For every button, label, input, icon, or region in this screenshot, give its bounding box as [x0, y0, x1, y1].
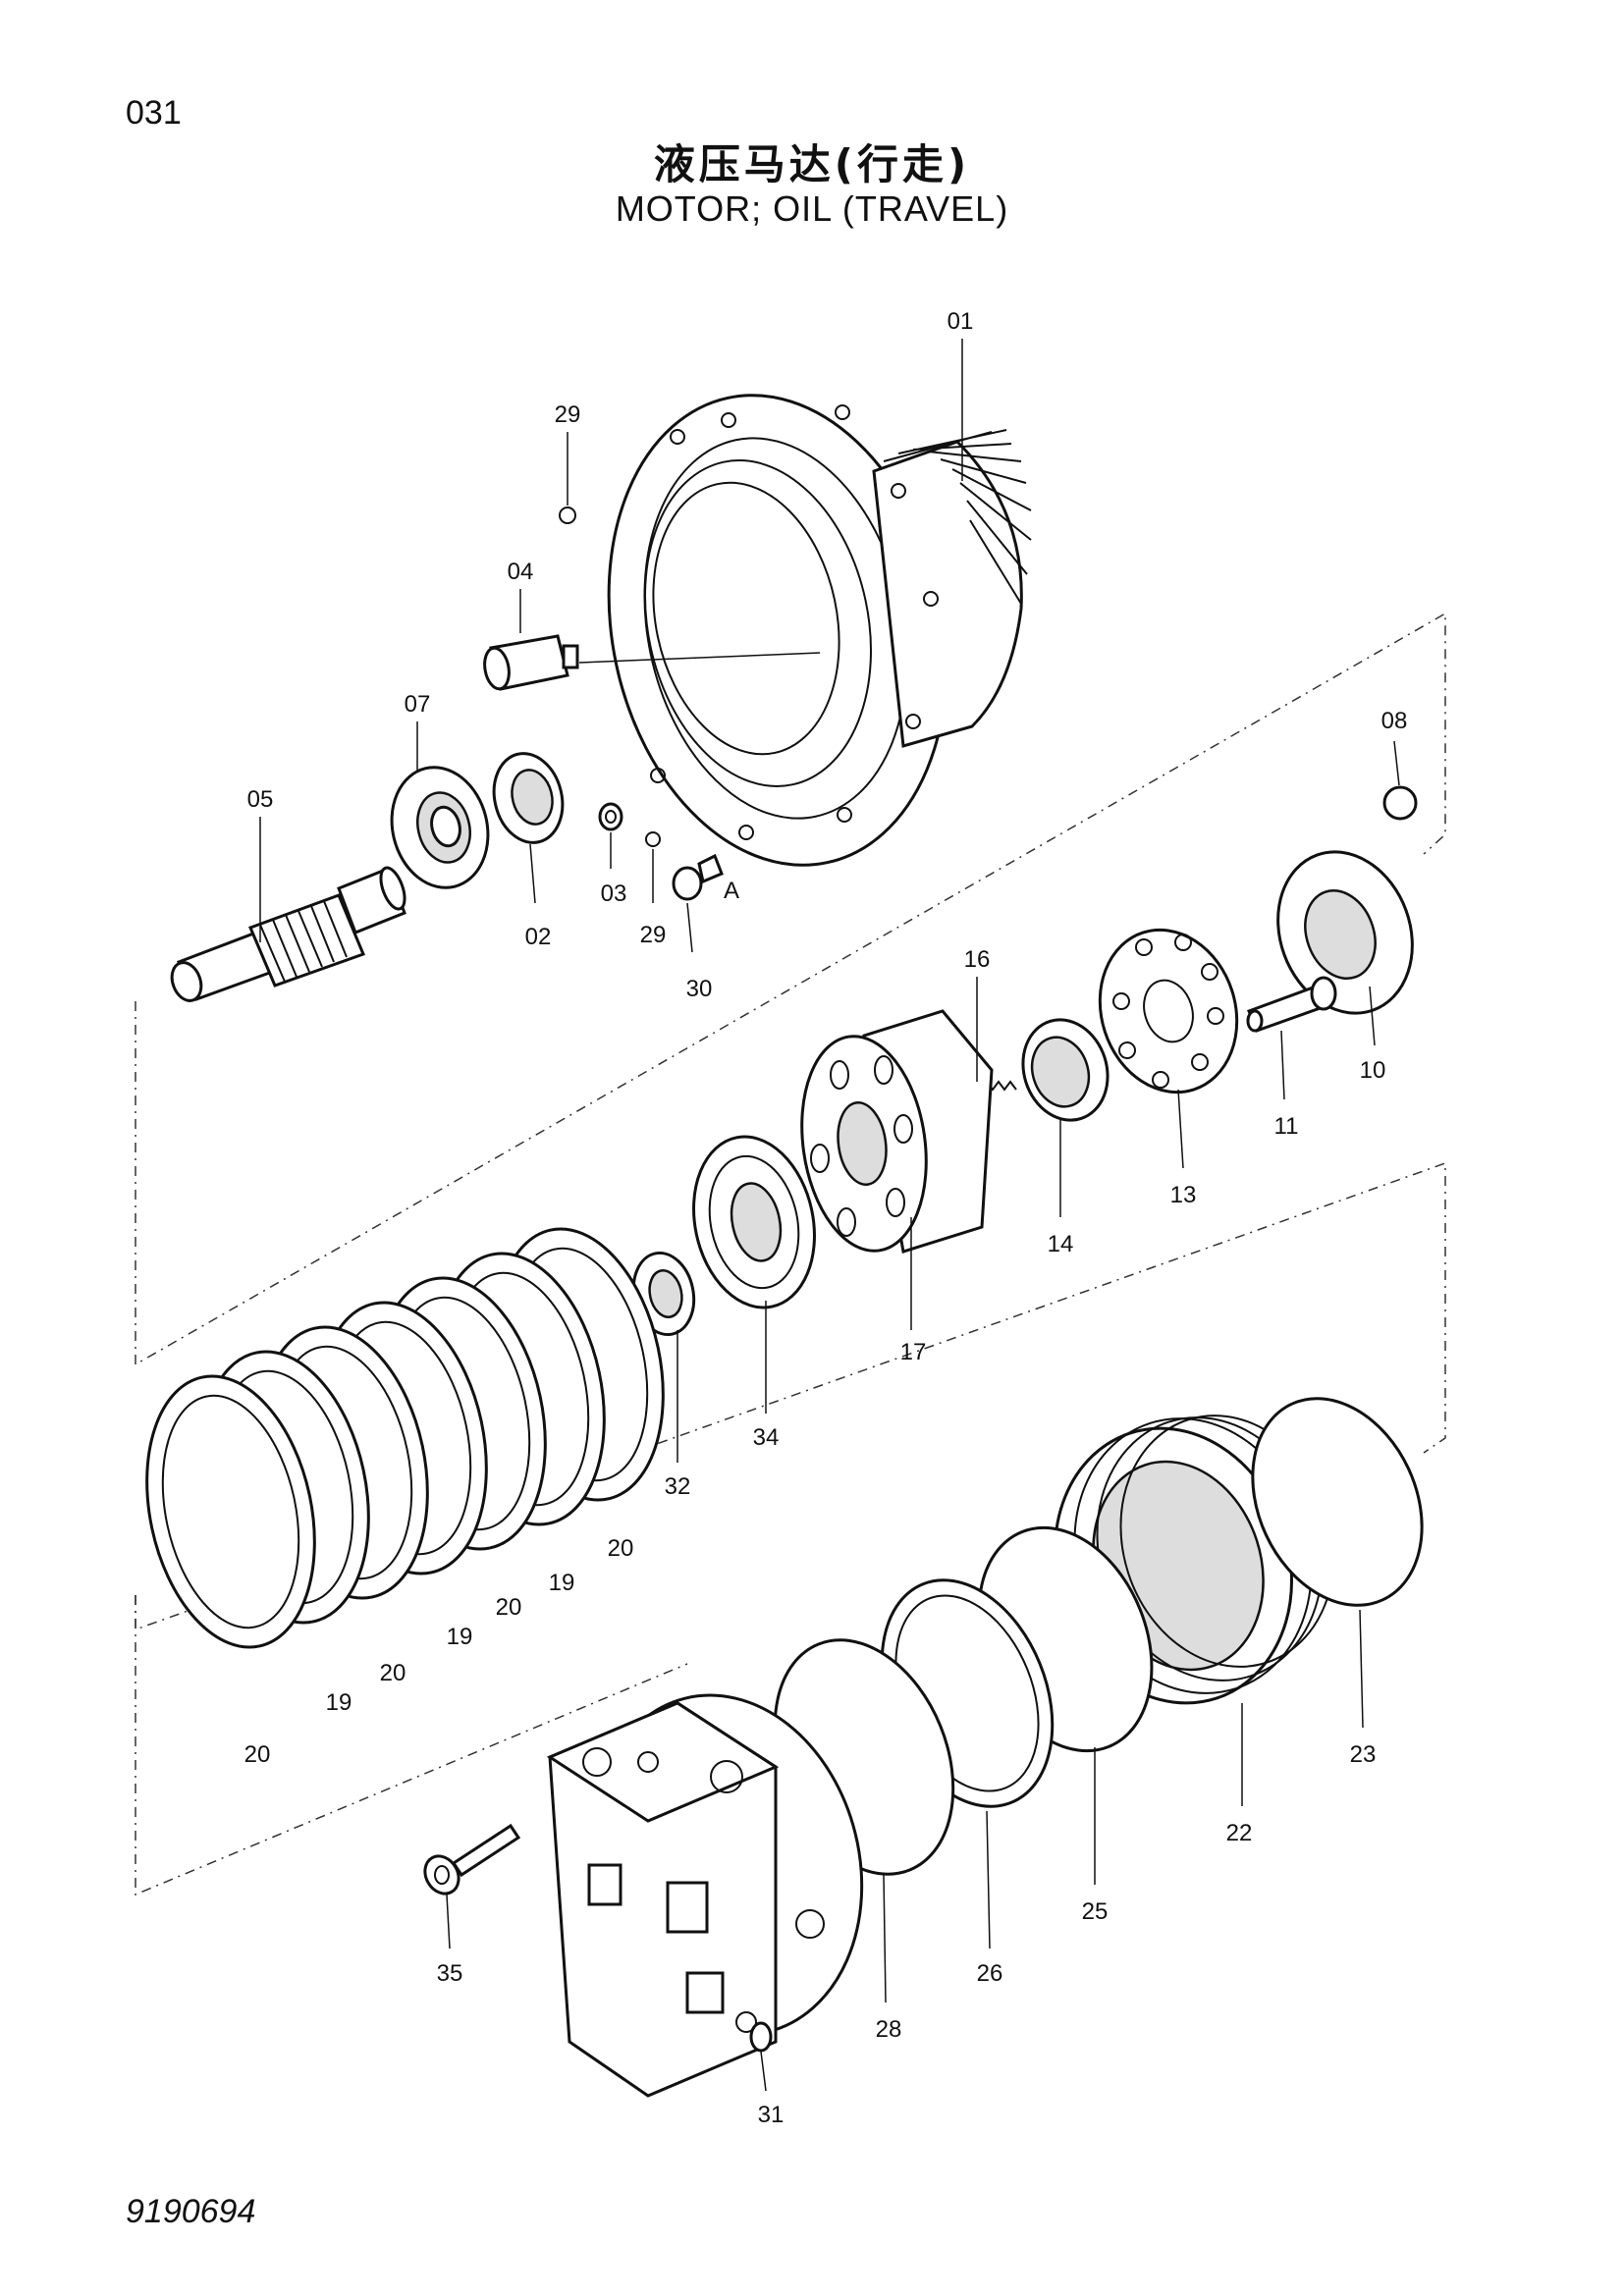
label-29-top: 29 [555, 401, 581, 428]
part-04-pin [483, 634, 579, 691]
part-35-bolt [423, 1823, 521, 1896]
label-28: 28 [876, 2016, 902, 2043]
label-23: 23 [1350, 1741, 1377, 1768]
label-04: 04 [508, 559, 534, 585]
label-20-c: 20 [380, 1660, 406, 1686]
part-29-oring-top [559, 507, 576, 524]
label-03: 03 [601, 881, 627, 907]
part-13-plate [1098, 928, 1239, 1095]
document-number: 9190694 [126, 2193, 256, 2230]
part-03-plug [598, 802, 623, 831]
assembly-frame-upper [135, 612, 1446, 1366]
label-11: 11 [1274, 1113, 1299, 1140]
label-20-a: 20 [608, 1535, 634, 1562]
label-07: 07 [405, 691, 431, 718]
label-29-lower: 29 [640, 922, 667, 948]
assembly-frame-lower [135, 1595, 688, 1896]
label-31: 31 [758, 2102, 785, 2128]
label-13: 13 [1170, 1182, 1197, 1208]
label-32: 32 [665, 1473, 691, 1500]
title-english: MOTOR; OIL (TRAVEL) [615, 188, 1009, 229]
title-chinese: 液压马达(行走) [653, 140, 971, 188]
label-22: 22 [1226, 1820, 1253, 1846]
label-17: 17 [900, 1339, 927, 1365]
part-05-shaft [170, 866, 406, 1002]
motor-cover-block [546, 1693, 864, 2098]
part-31-plug [749, 2021, 773, 2053]
label-26: 26 [977, 1960, 1003, 1987]
part-30-valve [672, 853, 724, 901]
part-23-oring [1251, 1397, 1424, 1607]
label-19-a: 19 [549, 1570, 575, 1596]
part-08-ball [1382, 785, 1418, 821]
label-16: 16 [964, 946, 991, 973]
label-19-b: 19 [447, 1624, 473, 1650]
label-25: 25 [1082, 1898, 1109, 1925]
part-10-plate [1276, 850, 1414, 1015]
part-14-retainer [1021, 1018, 1110, 1122]
label-35: 35 [437, 1960, 463, 1987]
page-code: 031 [126, 94, 182, 132]
label-20-b: 20 [496, 1594, 522, 1621]
part-17-cylinder-block [800, 1009, 994, 1254]
part-07-bearing [390, 766, 490, 889]
label-10: 10 [1360, 1057, 1386, 1084]
part-29-oring-lower [645, 831, 661, 847]
label-20-d: 20 [244, 1741, 271, 1768]
part-01-housing [607, 394, 1032, 867]
leader-lines [259, 339, 1400, 2092]
label-02: 02 [525, 924, 552, 950]
label-08: 08 [1381, 708, 1408, 734]
label-14: 14 [1048, 1231, 1074, 1257]
clutch-pack [145, 1227, 665, 1649]
label-34: 34 [753, 1424, 780, 1451]
label-30: 30 [686, 976, 713, 1002]
part-11-pin [1246, 976, 1337, 1033]
detail-mark-a: A [724, 878, 739, 904]
part-34-bearing [692, 1135, 816, 1309]
part-02-seal [492, 752, 565, 844]
label-19-c: 19 [326, 1689, 352, 1716]
label-01: 01 [947, 308, 974, 335]
label-05: 05 [247, 786, 274, 813]
